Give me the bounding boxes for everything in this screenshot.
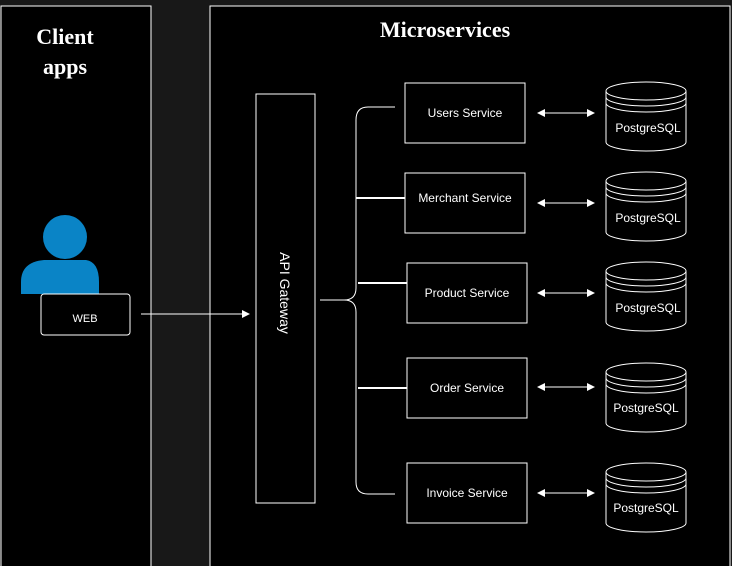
- gateway-brace-connector: [320, 106, 395, 495]
- users-service-box[interactable]: [404, 82, 526, 144]
- order-service-box[interactable]: [406, 357, 528, 419]
- invoice-service-box[interactable]: [406, 462, 528, 524]
- users-db-label: PostgreSQL: [615, 121, 681, 135]
- api-gateway-label: API Gateway: [277, 252, 293, 334]
- product-db-label: PostgreSQL: [615, 301, 681, 315]
- client-apps-title-line2: apps: [43, 54, 87, 79]
- invoice-db-label: PostgreSQL: [613, 501, 679, 515]
- service-row-order: Order Service PostgreSQL: [406, 357, 687, 433]
- merchant-db-label: PostgreSQL: [615, 211, 681, 225]
- service-row-merchant: Merchant Service PostgreSQL: [404, 171, 687, 242]
- microservices-title: Microservices: [380, 17, 511, 42]
- merchant-db-icon: [605, 171, 687, 242]
- api-gateway-box[interactable]: [255, 93, 316, 504]
- users-service-label: Users Service: [428, 106, 503, 120]
- merchant-service-label: Merchant Service: [418, 191, 512, 205]
- service-row-users: Users Service PostgreSQL: [404, 81, 687, 152]
- users-db-icon: [605, 81, 687, 152]
- service-row-invoice: Invoice Service PostgreSQL: [406, 462, 687, 533]
- order-db-label: PostgreSQL: [613, 401, 679, 415]
- service-row-product: Product Service PostgreSQL: [406, 261, 687, 332]
- invoice-service-label: Invoice Service: [426, 486, 508, 500]
- invoice-db-icon: [605, 462, 687, 533]
- client-apps-title-line1: Client: [36, 24, 94, 49]
- product-service-box[interactable]: [406, 262, 528, 324]
- product-db-icon: [605, 261, 687, 332]
- web-client-label: WEB: [72, 313, 97, 325]
- user-icon: [21, 215, 99, 294]
- web-client-box[interactable]: [40, 293, 131, 336]
- product-service-label: Product Service: [425, 286, 510, 300]
- merchant-service-box[interactable]: [404, 172, 526, 234]
- order-service-label: Order Service: [430, 381, 504, 395]
- order-db-icon: [605, 362, 687, 433]
